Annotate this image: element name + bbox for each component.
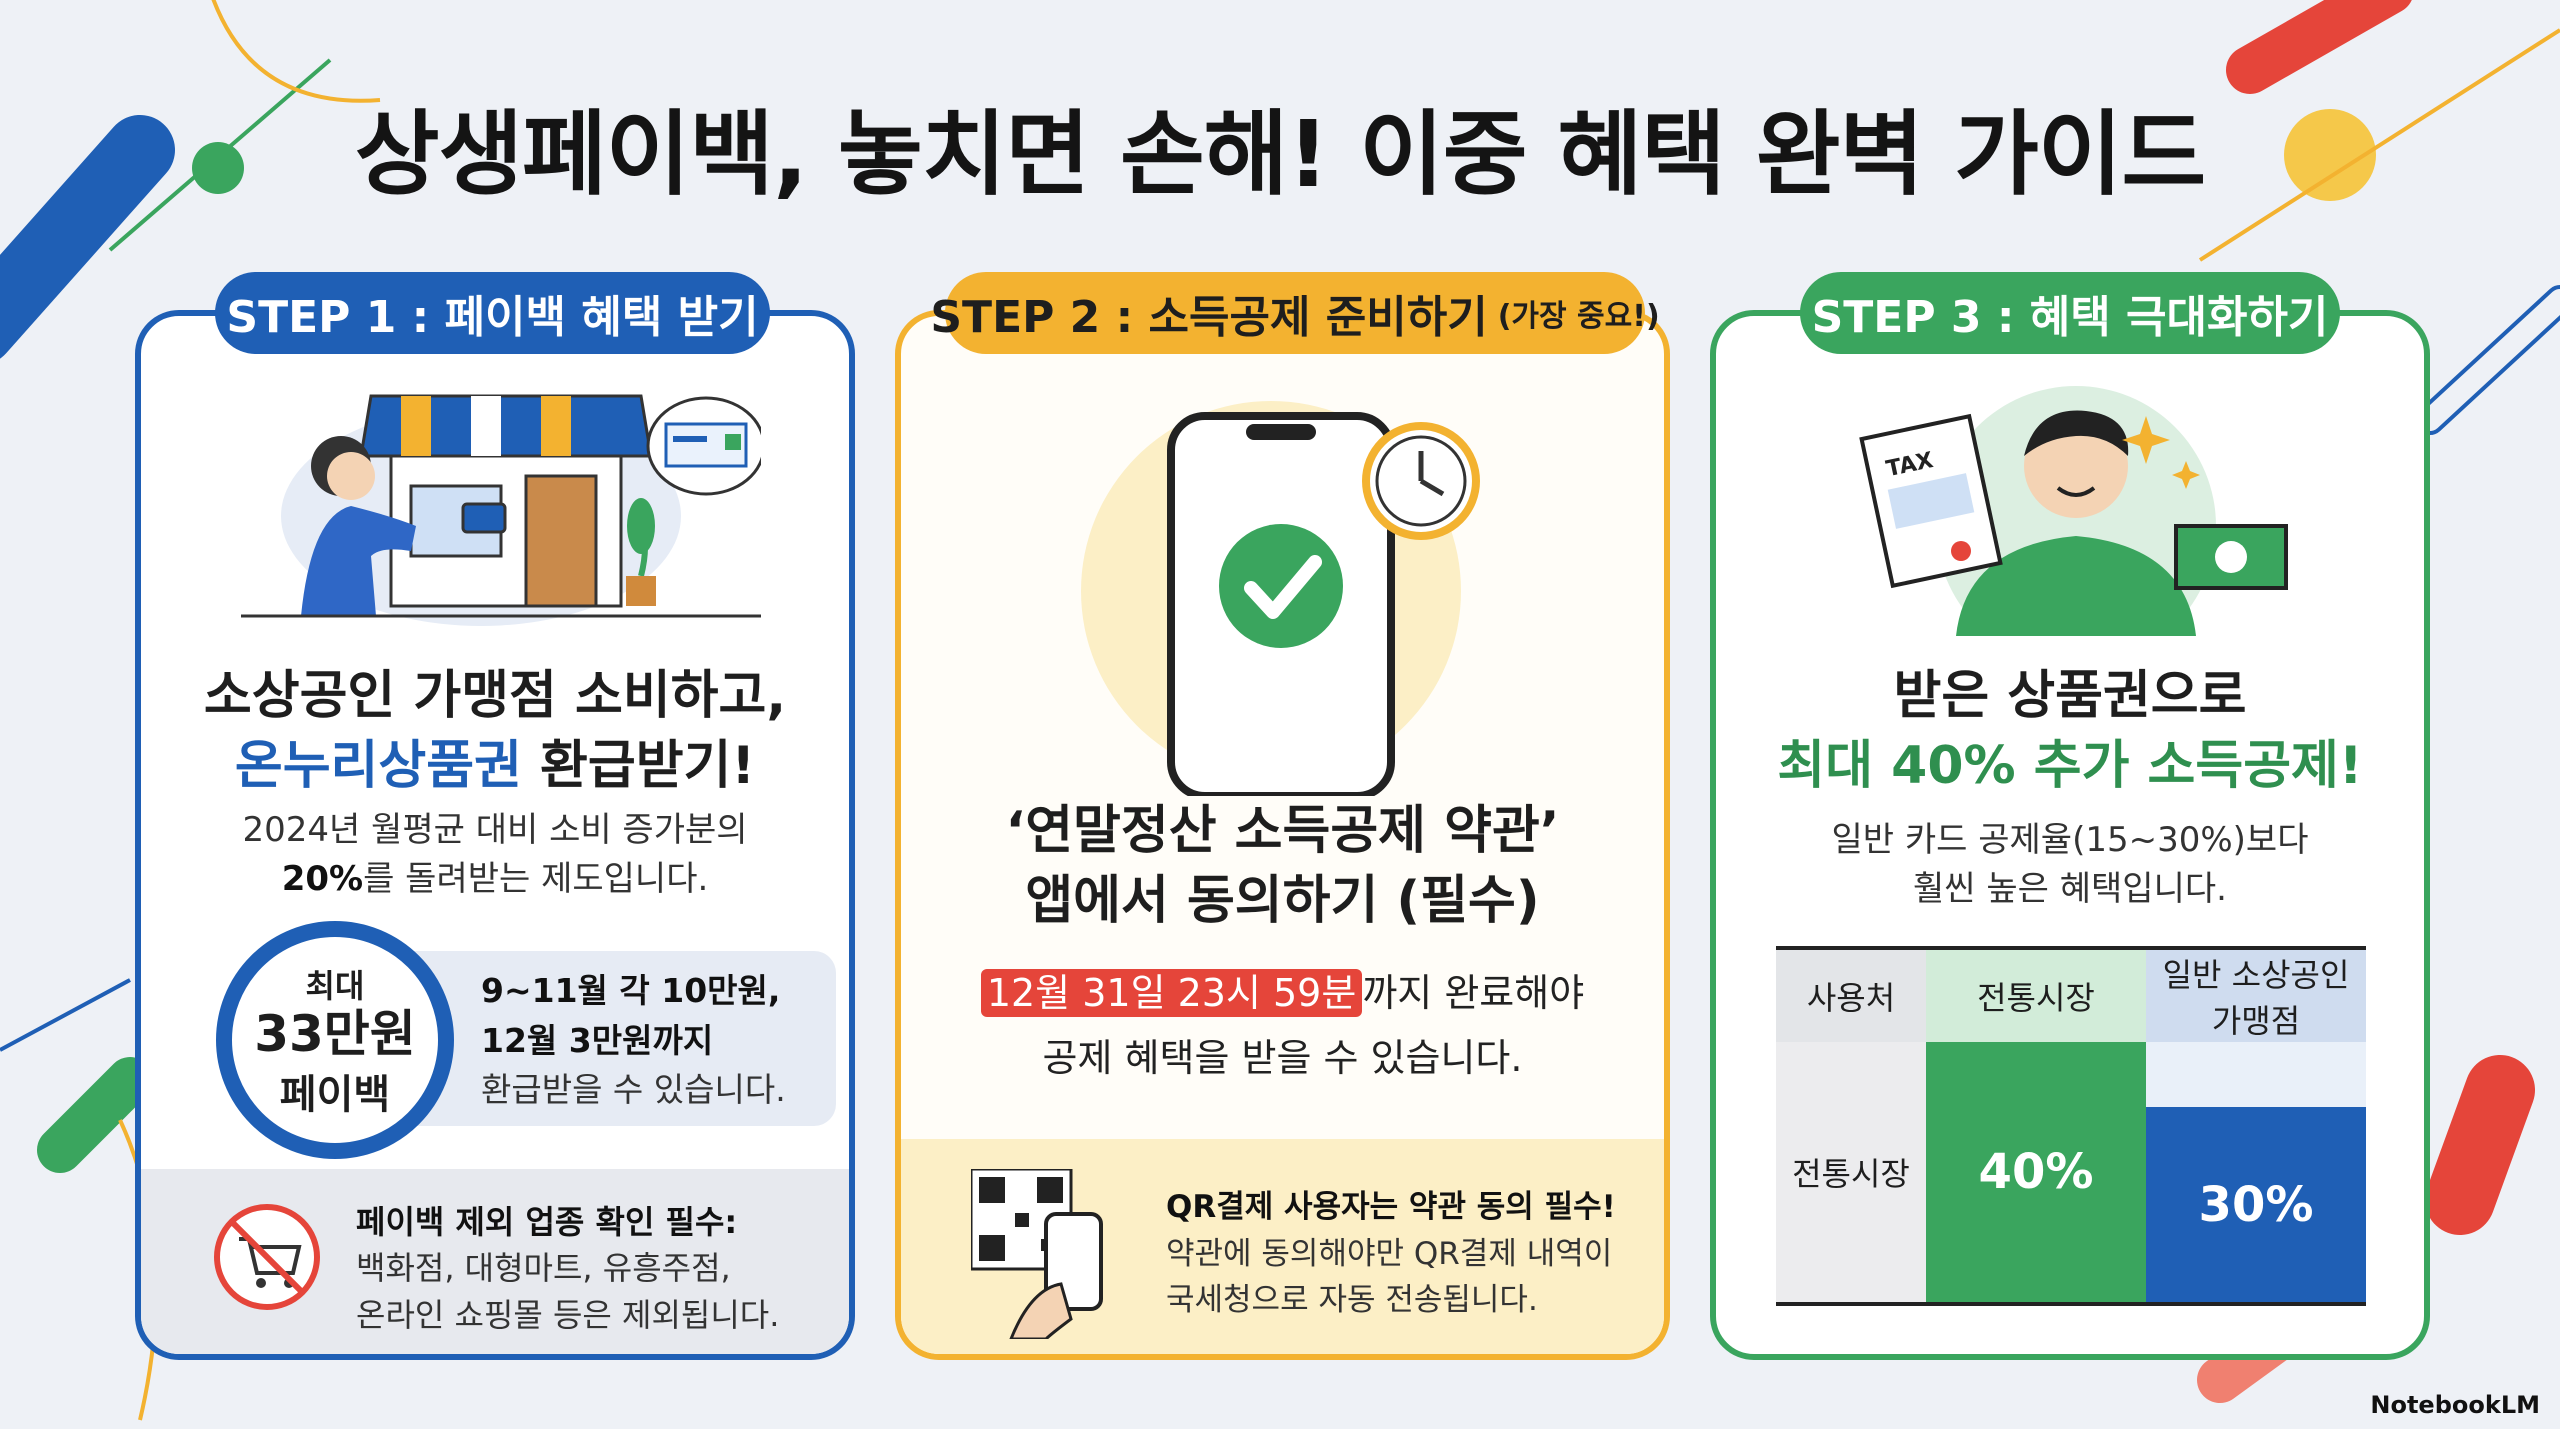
badge-amount: 33만원: [254, 1004, 416, 1063]
step1-desc-rest: 를 돌려받는 제도입니다.: [363, 859, 709, 900]
shop-icon: [359, 394, 653, 458]
schedule-line2: 12월 3만원까지: [481, 1020, 714, 1060]
gift-card-icon: [646, 396, 761, 496]
person-icon: [1956, 410, 2196, 636]
schedule-line3: 환급받을 수 있습니다.: [481, 1070, 786, 1109]
step2-heading-line2: 앱에서 동의하기 (필수): [1025, 871, 1540, 932]
table-header-label: 사용처: [1776, 948, 1926, 1042]
schedule-line1: 9~11월 각 10만원,: [481, 971, 781, 1010]
step1-panel: 소상공인 가맹점 소비하고, 온누리상품권 환급받기! 2024년 월평균 대비…: [135, 310, 855, 1360]
step3-desc-line1: 일반 카드 공제율(15~30%)보다: [1831, 820, 2309, 860]
table-cell-col2: 30%: [2146, 1042, 2366, 1304]
step1-description: 2024년 월평균 대비 소비 증가분의 20%를 돌려받는 제도입니다.: [141, 806, 849, 905]
qr-title: QR결제 사용자는 약관 동의 필수!: [1166, 1189, 1616, 1225]
exclusion-line1: 백화점, 대형마트, 유흥주점,: [356, 1249, 731, 1288]
step1-desc-bold: 20%: [281, 859, 364, 900]
bar-small-business: 30%: [2146, 1107, 2366, 1302]
exclusion-footer: 페이백 제외 업종 확인 필수: 백화점, 대형마트, 유흥주점, 온라인 쇼핑…: [141, 1169, 849, 1354]
page-title: 상생페이백, 놓치면 손해! 이중 혜택 완벽 가이드: [354, 101, 2206, 208]
exclusion-line2: 온라인 쇼핑몰 등은 제외됩니다.: [356, 1295, 780, 1334]
step1-heading-rest: 환급받기!: [521, 736, 756, 797]
exclusion-title: 페이백 제외 업종 확인 필수:: [356, 1203, 738, 1241]
exclusion-text: 페이백 제외 업종 확인 필수: 백화점, 대형마트, 유흥주점, 온라인 쇼핑…: [356, 1199, 779, 1338]
clock-icon: [1362, 422, 1480, 540]
table-header-col2-line2: 가맹점: [2211, 1002, 2301, 1040]
credit-card-icon: [461, 502, 507, 534]
deduction-table: 사용처 전통시장 일반 소상공인 가맹점 전통시장 40% 30%: [1776, 946, 2366, 1306]
step2-heading: ‘연말정산 소득공제 약관’ 앱에서 동의하기 (필수): [901, 796, 1664, 936]
qr-code-icon: [971, 1169, 1103, 1339]
step2-body-line2: 공제 혜택을 받을 수 있습니다.: [1042, 1036, 1523, 1081]
step3-label: STEP 3 : 혜택 극대화하기: [1800, 272, 2340, 354]
no-cart-icon: [214, 1204, 320, 1310]
qr-text: QR결제 사용자는 약관 동의 필수! 약관에 동의해야만 QR결제 내역이 국…: [1166, 1184, 1616, 1324]
deadline-highlight: 12월 31일 23시 59분: [980, 969, 1363, 1017]
brand-watermark: NotebookLM: [2370, 1391, 2540, 1419]
table-header-col2-line1: 일반 소상공인: [2162, 956, 2350, 994]
step2-label-note: (가장 중요!): [1497, 299, 1660, 334]
qr-line1: 약관에 동의해야만 QR결제 내역이: [1166, 1235, 1613, 1272]
step3-description: 일반 카드 공제율(15~30%)보다 훨씬 높은 혜택입니다.: [1716, 816, 2424, 915]
max-payback-badge: 최대 33만원 페이백: [216, 921, 454, 1159]
check-icon: [1219, 524, 1343, 648]
step1-label: STEP 1 : 페이백 혜택 받기: [215, 272, 770, 354]
badge-bottom: 페이백: [279, 1071, 391, 1118]
sparkle-icon: [2122, 416, 2200, 489]
step1-desc-line1: 2024년 월평균 대비 소비 증가분의: [242, 810, 748, 850]
tax-illustration: TAX: [1859, 386, 2288, 636]
bar-small-business-value: 30%: [2198, 1176, 2314, 1233]
step3-heading-line2: 최대 40% 추가 소득공제!: [1777, 736, 2363, 797]
shop-illustration: [241, 394, 761, 626]
step2-label: STEP 2 : 소득공제 준비하기 (가장 중요!): [930, 272, 1660, 354]
tax-document-icon: TAX: [1859, 413, 2003, 589]
qr-footer: QR결제 사용자는 약관 동의 필수! 약관에 동의해야만 QR결제 내역이 국…: [901, 1139, 1664, 1354]
step3-heading: 받은 상품권으로 최대 40% 추가 소득공제!: [1716, 661, 2424, 801]
table-cell-col1: 40%: [1926, 1042, 2146, 1304]
step2-heading-line1: ‘연말정산 소득공제 약관’: [1005, 801, 1560, 861]
step3-heading-line1: 받은 상품권으로: [1893, 666, 2247, 726]
table-header-col2: 일반 소상공인 가맹점: [2146, 948, 2366, 1042]
schedule-text: 9~11월 각 10만원, 12월 3만원까지 환급받을 수 있습니다.: [481, 966, 786, 1115]
cash-icon: [2174, 524, 2288, 590]
qr-line2: 국세청으로 자동 전송됩니다.: [1166, 1282, 1538, 1318]
bar-traditional-market: 40%: [1926, 1042, 2146, 1302]
step2-panel: ‘연말정산 소득공제 약관’ 앱에서 동의하기 (필수) 12월 31일 23시…: [895, 310, 1670, 1360]
step1-heading-accent: 온누리상품권: [234, 736, 522, 797]
badge-top: 최대: [305, 966, 365, 1005]
step1-heading-line1: 소상공인 가맹점 소비하고,: [203, 666, 787, 726]
table-row-label: 전통시장: [1776, 1042, 1926, 1304]
step3-panel: TAX 받은 상품권으로 최대 40% 추가 소득공제! 일반 카드 공제율(1…: [1710, 310, 2430, 1360]
bar-traditional-value: 40%: [1978, 1144, 2094, 1200]
deadline-rest: 까지 완료해야: [1362, 971, 1585, 1015]
phone-illustration: [1081, 401, 1480, 796]
step3-desc-line2: 훨씬 높은 혜택입니다.: [1913, 869, 2227, 910]
table-header-col1: 전통시장: [1926, 948, 2146, 1042]
step1-heading: 소상공인 가맹점 소비하고, 온누리상품권 환급받기!: [141, 661, 849, 801]
step2-label-text: STEP 2 : 소득공제 준비하기: [930, 292, 1488, 343]
